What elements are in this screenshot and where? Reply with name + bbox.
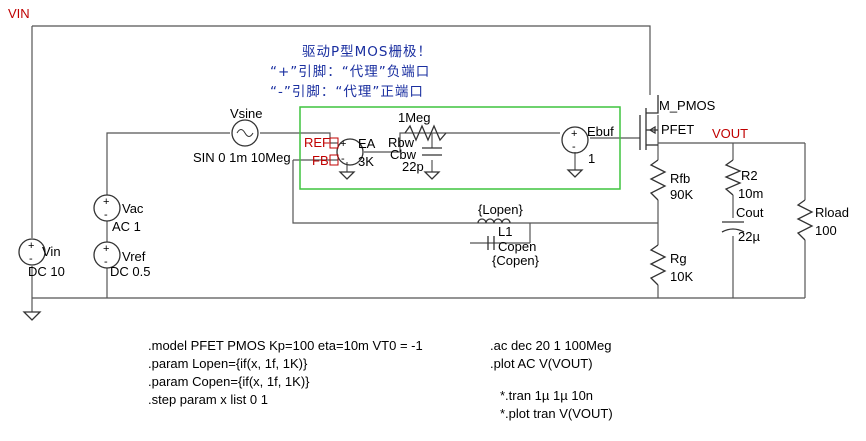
cbw-capacitor <box>422 147 442 156</box>
svg-text:-: - <box>572 141 576 153</box>
ebuf-name: Ebuf <box>587 124 614 139</box>
ea-amplifier: + - <box>336 138 364 166</box>
rfb-resistor <box>649 159 667 201</box>
ebuf-amplifier: + - <box>561 126 589 154</box>
svg-text:+: + <box>103 243 109 255</box>
directive-line: .model PFET PMOS Kp=100 eta=10m VT0 = -1 <box>148 338 423 353</box>
copen-name: Copen <box>498 239 536 254</box>
annotation-line-1: 驱动P型MOS栅极！ <box>302 44 432 60</box>
highlight-box <box>299 106 621 190</box>
r2-resistor <box>724 159 742 196</box>
vac-source: + - <box>93 194 121 222</box>
ea-name: EA <box>358 136 376 151</box>
directive-line: .param Lopen={if(x, 1f, 1K)} <box>148 356 308 371</box>
directive-line: .param Copen={if(x, 1f, 1K)} <box>148 374 310 389</box>
rload-name: Rload <box>815 205 849 220</box>
net-label-fb: FB <box>312 153 329 168</box>
directive-line: *.tran 1µ 1µ 10n <box>500 388 593 403</box>
vin-value: DC 10 <box>28 264 65 279</box>
net-label-vin: VIN <box>8 6 30 21</box>
ref-port <box>329 137 339 149</box>
rbw-value: 1Meg <box>398 110 431 125</box>
l1-name: L1 <box>498 224 512 239</box>
r2-name: R2 <box>741 168 758 183</box>
rg-name: Rg <box>670 251 687 266</box>
ground-symbols <box>22 152 584 321</box>
svg-text:+: + <box>571 128 577 140</box>
svg-text:-: - <box>341 153 345 165</box>
svg-text:-: - <box>104 209 108 221</box>
vac-value: AC 1 <box>112 219 141 234</box>
vref-value: DC 0.5 <box>110 264 150 279</box>
directives-tran: *.tran 1µ 1µ 10n *.plot tran V(VOUT) <box>500 388 613 421</box>
directive-line: .ac dec 20 1 100Meg <box>490 338 611 353</box>
vref-name: Vref <box>122 249 146 264</box>
svg-text:-: - <box>104 256 108 268</box>
copen-capacitor <box>487 236 495 250</box>
l1-inductor <box>477 218 511 224</box>
directives-left: .model PFET PMOS Kp=100 eta=10m VT0 = -1… <box>148 338 423 407</box>
cout-value: 22µ <box>738 229 760 244</box>
svg-text:-: - <box>29 253 33 265</box>
ea-value: 3K <box>358 154 374 169</box>
directive-line: *.plot tran V(VOUT) <box>500 406 613 421</box>
vsine-name: Vsine <box>230 106 263 121</box>
rfb-name: Rfb <box>670 171 690 186</box>
vsine-source <box>231 119 259 147</box>
vin-source: + - <box>18 238 46 266</box>
svg-text:+: + <box>340 138 346 150</box>
wires <box>31 25 806 312</box>
svg-text:+: + <box>103 196 109 208</box>
cout-name: Cout <box>736 205 764 220</box>
annotation-line-3: “-”引脚：“代理”正端口 <box>270 84 424 100</box>
svg-text:+: + <box>28 240 34 252</box>
net-label-vout: VOUT <box>712 126 748 141</box>
rbw-resistor <box>404 124 447 142</box>
rload-resistor <box>796 199 814 241</box>
directives-right: .ac dec 20 1 100Meg .plot AC V(VOUT) <box>490 338 611 371</box>
cbw-value: 22p <box>402 159 424 174</box>
annotation-line-2: “+”引脚：“代理”负端口 <box>270 64 430 80</box>
vac-name: Vac <box>122 201 144 216</box>
rbw-name: Rbw <box>388 135 415 150</box>
directive-line: .step param x list 0 1 <box>148 392 268 407</box>
l1-value: {Lopen} <box>478 202 523 217</box>
rfb-value: 90K <box>670 187 693 202</box>
copen-value: {Copen} <box>492 253 540 268</box>
pmos-transistor <box>639 95 659 150</box>
cout-capacitor <box>721 221 745 233</box>
rg-resistor <box>649 244 667 286</box>
rload-value: 100 <box>815 223 837 238</box>
fb-port <box>329 154 339 166</box>
rg-value: 10K <box>670 269 693 284</box>
mpmos-value: PFET <box>661 122 694 137</box>
cbw-name: Cbw <box>390 147 417 162</box>
r2-value: 10m <box>738 186 763 201</box>
mpmos-name: M_PMOS <box>659 98 716 113</box>
net-label-ref: REF <box>304 135 330 150</box>
directive-line: .plot AC V(VOUT) <box>490 356 593 371</box>
vsine-value: SIN 0 1m 10Meg <box>193 150 291 165</box>
ebuf-value: 1 <box>588 151 595 166</box>
vref-source: + - <box>93 241 121 269</box>
vin-name: Vin <box>42 244 61 259</box>
